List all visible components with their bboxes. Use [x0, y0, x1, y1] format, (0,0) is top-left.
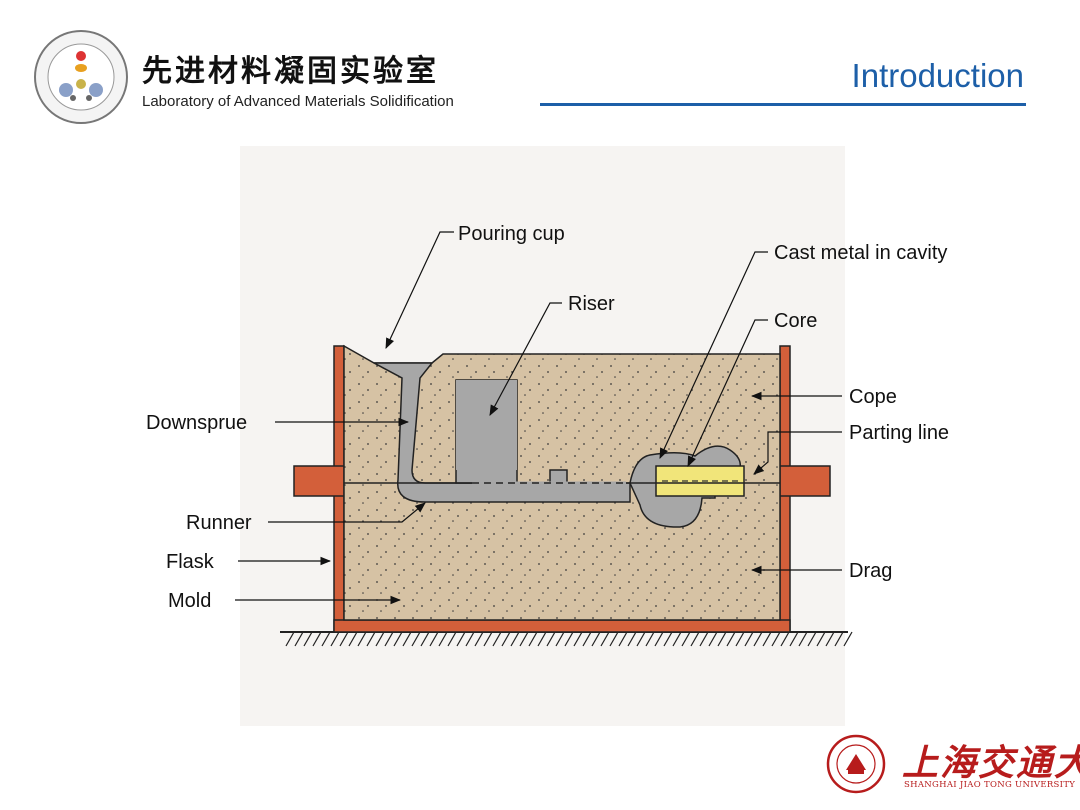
label-riser: Riser [568, 293, 615, 315]
lab-name-en: Laboratory of Advanced Materials Solidif… [142, 93, 454, 110]
flask [293, 345, 831, 633]
university-name-en: SHANGHAI JIAO TONG UNIVERSITY [904, 780, 1076, 790]
label-parting-line: Parting line [849, 422, 949, 444]
core [655, 465, 745, 497]
label-mold: Mold [168, 590, 211, 612]
university-seal [826, 734, 886, 794]
lab-name-cn: 先进材料凝固实验室 [142, 54, 439, 89]
label-core: Core [774, 310, 817, 332]
lab-logo [34, 30, 128, 124]
label-pouring-cup: Pouring cup [458, 223, 565, 245]
title-underline [540, 103, 1026, 106]
slide-title: Introduction [851, 57, 1024, 94]
label-flask: Flask [166, 551, 215, 573]
label-drag: Drag [849, 560, 892, 582]
label-downsprue: Downsprue [146, 412, 247, 434]
label-cast-metal: Cast metal in cavity [774, 242, 947, 264]
university-name-cn: 上海交通大學 [902, 742, 1080, 784]
ground-hatching [285, 631, 853, 647]
label-runner: Runner [186, 512, 252, 534]
sand-casting-diagram: Pouring cup Riser Cast metal in cavity C… [146, 223, 949, 647]
label-cope: Cope [849, 386, 897, 408]
